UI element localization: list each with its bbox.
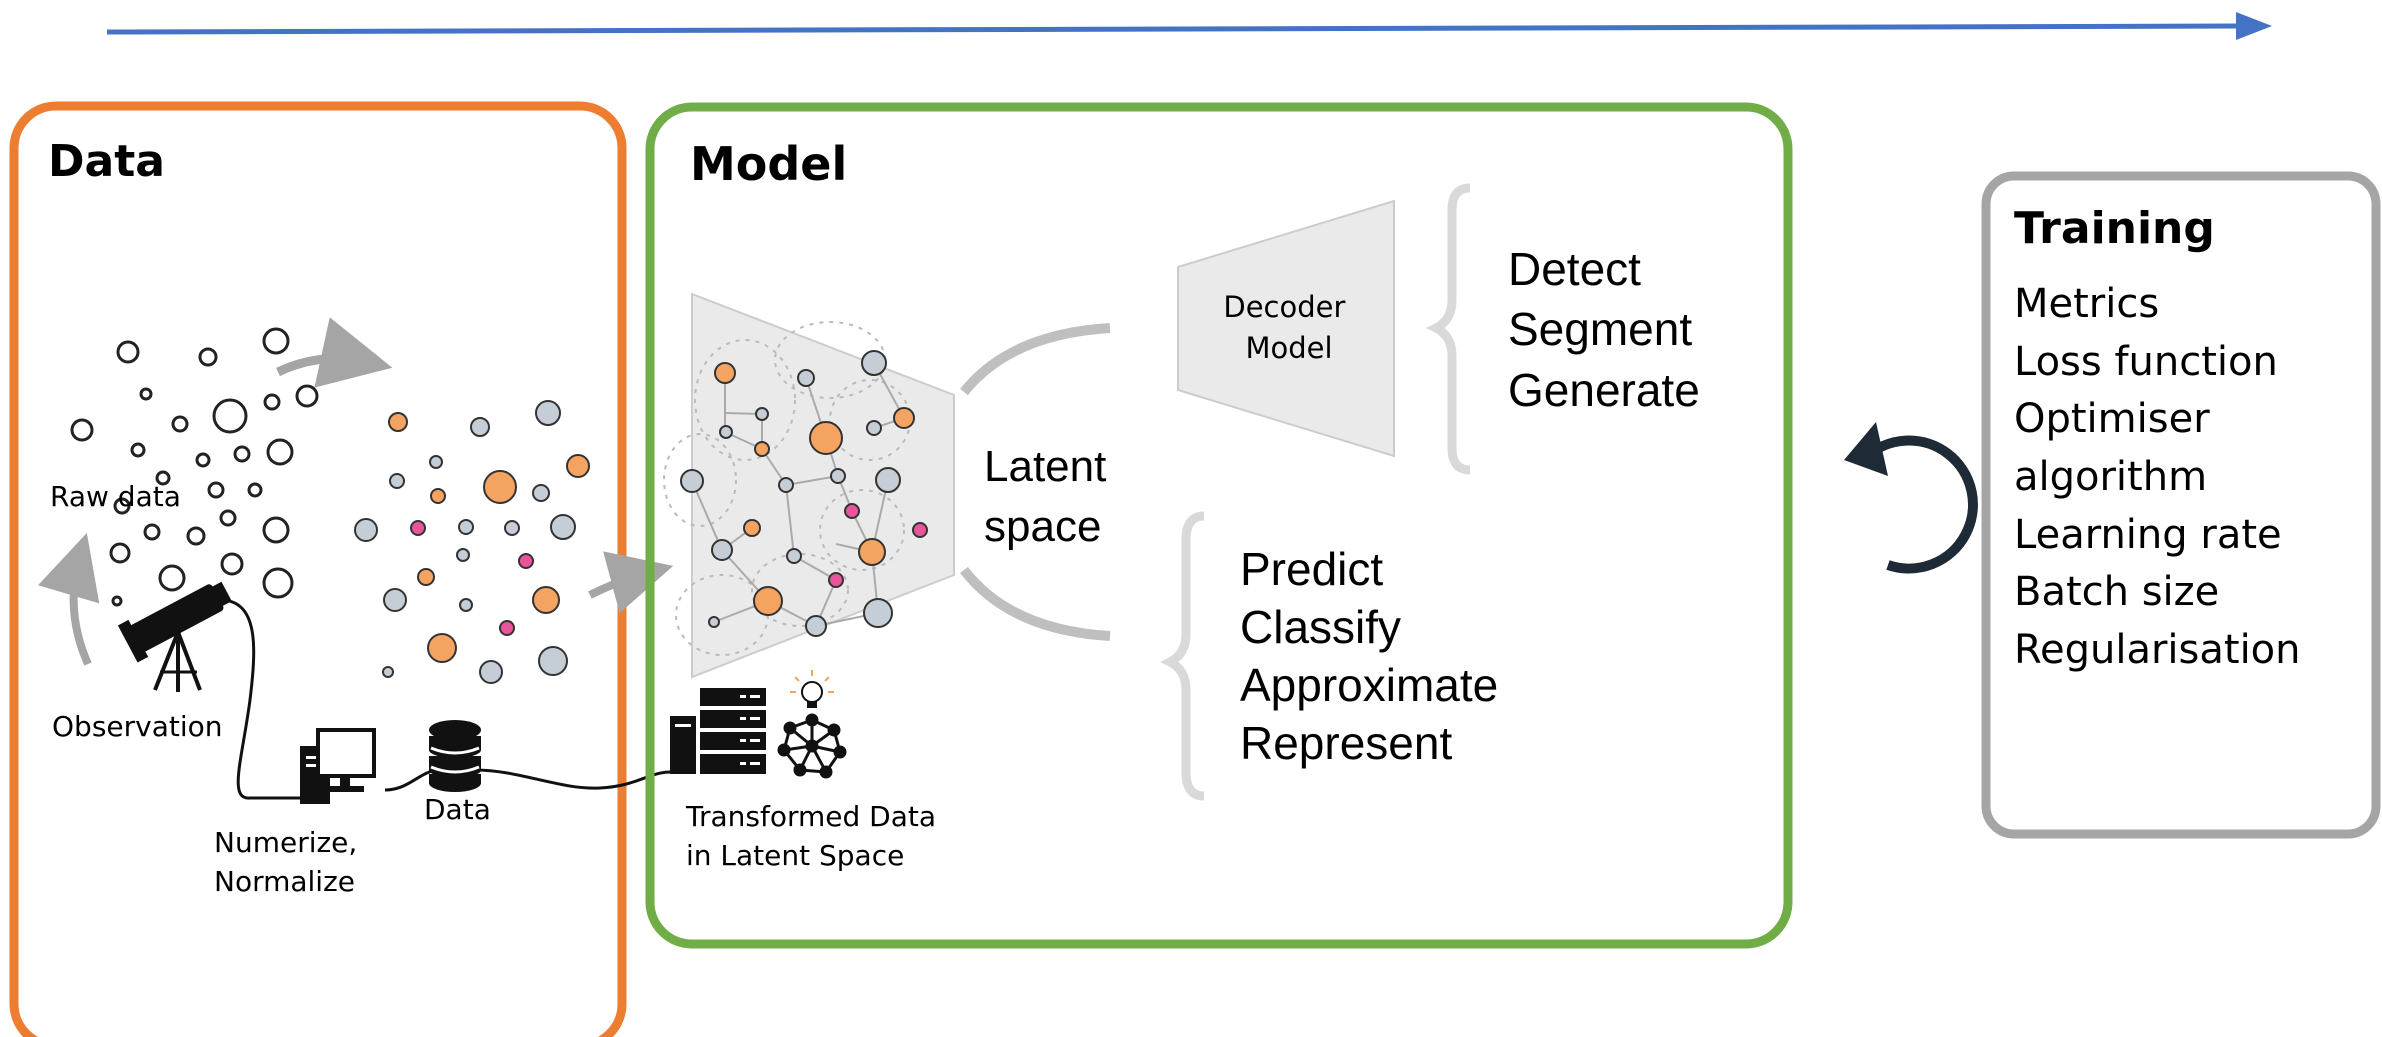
upper-tasks-brace bbox=[1425, 183, 1471, 475]
raw-data-points bbox=[70, 327, 319, 607]
task-classify: Classify bbox=[1240, 601, 1401, 653]
task-represent: Represent bbox=[1240, 717, 1452, 769]
data-panel-title: Data bbox=[48, 136, 165, 187]
computer-icon bbox=[300, 728, 376, 804]
telescope-icon bbox=[117, 581, 232, 692]
training-item: Regularisation bbox=[2014, 627, 2301, 673]
training-item: Learning rate bbox=[2014, 512, 2282, 558]
training-item: algorithm bbox=[2014, 454, 2207, 500]
observation-arrow bbox=[37, 532, 100, 666]
neural-network-icon bbox=[777, 713, 847, 779]
observation-label: Observation bbox=[52, 710, 223, 743]
model-panel bbox=[645, 102, 1793, 949]
cycle-arrow-icon bbox=[1844, 422, 1978, 574]
lightbulb-icon bbox=[790, 670, 834, 708]
latent-network-nodes bbox=[680, 350, 928, 637]
server-icon bbox=[670, 688, 766, 774]
lower-task-list: Predict Classify Approximate Represent bbox=[1240, 543, 1511, 769]
training-panel-title: Training bbox=[2014, 203, 2215, 254]
task-detect: Detect bbox=[1508, 243, 1641, 295]
latent-lower-curve bbox=[960, 566, 1111, 641]
training-item: Metrics bbox=[2014, 281, 2159, 327]
task-segment: Segment bbox=[1508, 303, 1692, 355]
model-panel-title: Model bbox=[690, 137, 847, 191]
transformed-data-label: Transformed Data in Latent Space bbox=[685, 800, 945, 872]
lower-tasks-brace bbox=[1159, 511, 1205, 801]
training-item: Optimiser bbox=[2014, 396, 2210, 442]
training-item-list: Metrics Loss function Optimiser algorith… bbox=[2014, 281, 2301, 673]
training-item: Batch size bbox=[2014, 569, 2219, 615]
upper-task-list: Detect Segment Generate bbox=[1508, 243, 1705, 416]
training-item: Loss function bbox=[2014, 339, 2278, 385]
decoder-label: Decoder Model bbox=[1223, 290, 1354, 365]
timeline-arrow bbox=[106, 12, 2272, 40]
raw-to-points-arrow bbox=[276, 317, 393, 388]
data-to-model-arrow bbox=[588, 551, 674, 614]
latent-upper-curve bbox=[960, 323, 1111, 396]
decoder-shape bbox=[1177, 199, 1395, 458]
raw-data-label: Raw data bbox=[50, 480, 181, 513]
normalized-data-points bbox=[354, 400, 590, 684]
data-label: Data bbox=[424, 793, 491, 826]
training-panel bbox=[1981, 171, 2381, 839]
task-approximate: Approximate bbox=[1240, 659, 1498, 711]
task-generate: Generate bbox=[1508, 364, 1700, 416]
task-predict: Predict bbox=[1240, 543, 1383, 595]
numerize-label: Numerize, Normalize bbox=[214, 826, 366, 898]
database-icon bbox=[429, 720, 481, 792]
latent-space-label: Latent space bbox=[984, 442, 1119, 551]
